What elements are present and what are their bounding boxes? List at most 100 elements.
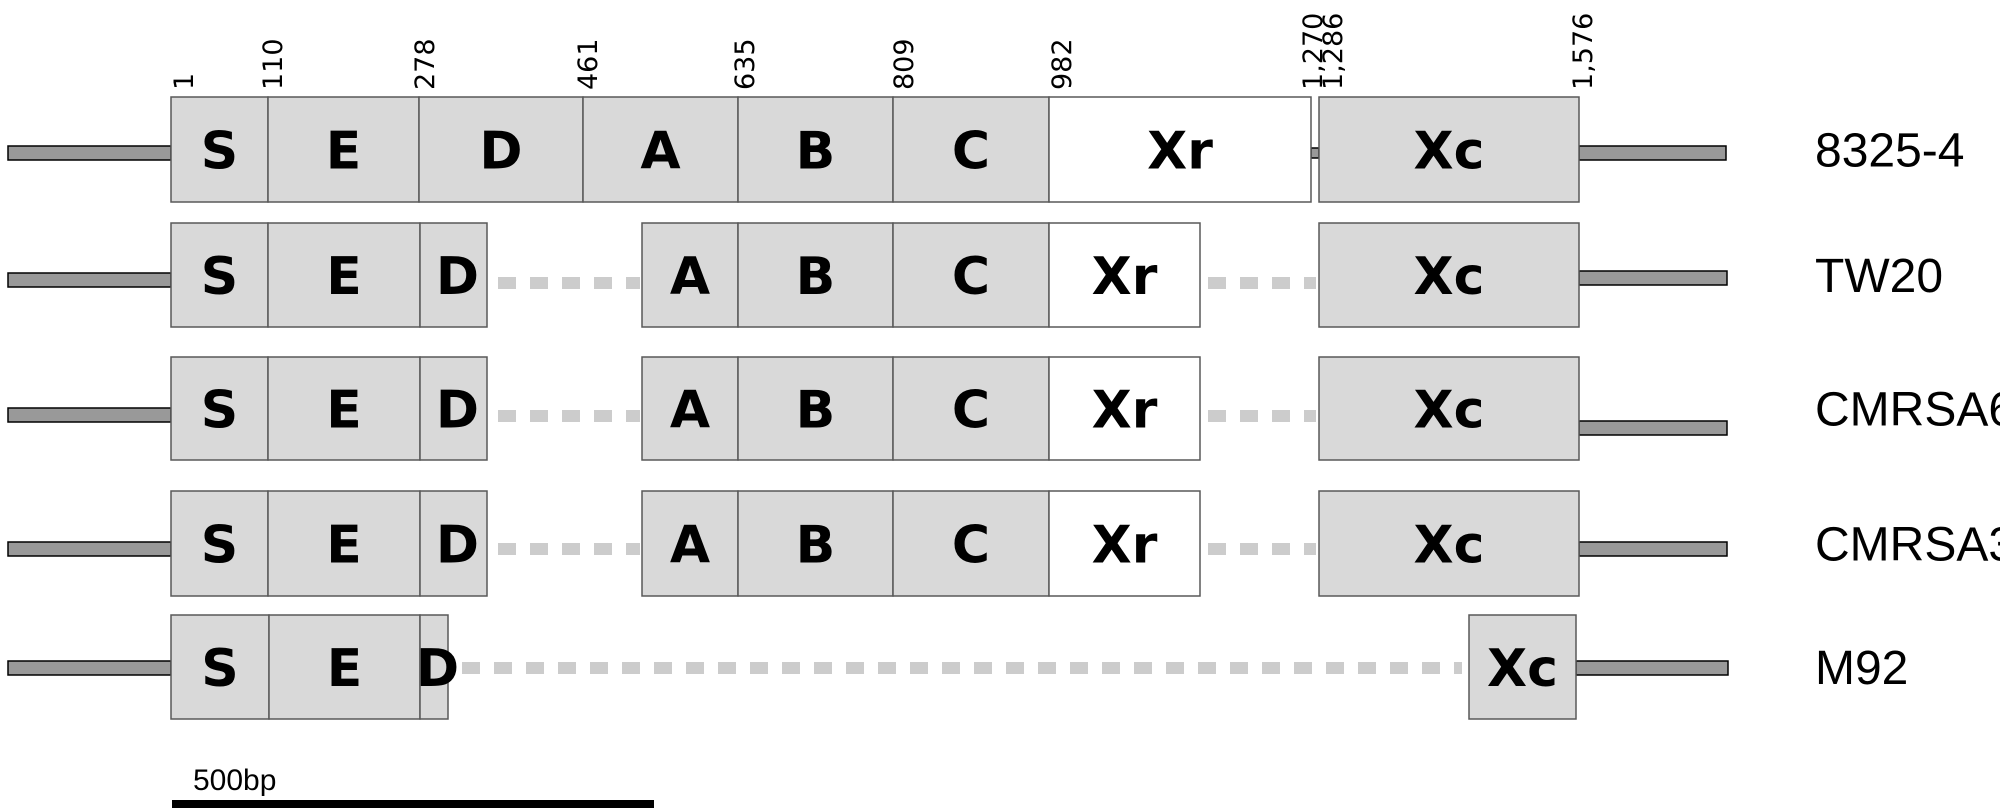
- segment-box: [641, 222, 739, 328]
- segment-box: [1468, 614, 1577, 720]
- segment-box: [419, 490, 488, 597]
- segment-label: D: [416, 639, 459, 699]
- segment-box: [641, 356, 739, 461]
- segment-label: B: [796, 247, 836, 307]
- segment-box: [892, 96, 1050, 203]
- segment-box: [170, 490, 269, 597]
- segment-box: [737, 356, 894, 461]
- segment-box: [1048, 490, 1201, 597]
- position-label: 809: [889, 38, 920, 90]
- backbone-line: [1578, 145, 1727, 161]
- segment-box: [582, 96, 739, 203]
- backbone-line: [7, 541, 172, 557]
- segment-label: C: [952, 247, 990, 307]
- backbone-line: [1578, 420, 1728, 436]
- segment-label: E: [327, 639, 363, 699]
- segment-label: D: [436, 516, 479, 576]
- position-label: 1: [169, 73, 200, 90]
- segment-box: [419, 614, 449, 720]
- segment-box: [892, 356, 1050, 461]
- segment-box: [1318, 222, 1580, 328]
- segment-box: [170, 96, 269, 203]
- segment-box: [418, 96, 584, 203]
- strain-name: M92: [1815, 642, 1908, 695]
- backbone-line: [1578, 541, 1728, 557]
- segment-box: [267, 490, 421, 597]
- segment-label: Xc: [1414, 381, 1485, 441]
- strain-name: TW20: [1815, 250, 1943, 303]
- segment-label: S: [201, 639, 238, 699]
- segment-box: [737, 96, 894, 203]
- position-label: 461: [573, 38, 604, 90]
- position-label: 982: [1047, 38, 1078, 90]
- segment-box: [1318, 356, 1580, 461]
- segment-label: S: [201, 247, 238, 307]
- segment-box: [267, 222, 421, 328]
- segment-box: [641, 490, 739, 597]
- segment-label: E: [326, 381, 362, 441]
- scale-bar-line: [172, 800, 654, 808]
- segment-label: Xc: [1414, 247, 1485, 307]
- backbone-line: [7, 272, 172, 288]
- strain-name: CMRSA6: [1815, 384, 2000, 437]
- segment-label: Xc: [1487, 639, 1558, 699]
- segment-label: D: [436, 381, 479, 441]
- segment-box: [419, 356, 488, 461]
- segment-label: B: [796, 516, 836, 576]
- segment-label: C: [952, 122, 990, 182]
- segment-box: [892, 490, 1050, 597]
- position-label: 1,286: [1318, 13, 1349, 90]
- segment-label: Xr: [1147, 122, 1213, 182]
- position-label: 635: [730, 38, 761, 90]
- backbone-line: [7, 660, 172, 676]
- backbone-line: [7, 407, 172, 423]
- segment-label: Xr: [1092, 381, 1158, 441]
- segment-label: Xr: [1092, 247, 1158, 307]
- backbone-line: [1578, 270, 1728, 286]
- segment-label: B: [796, 381, 836, 441]
- segment-label: C: [952, 381, 990, 441]
- segment-label: S: [201, 516, 238, 576]
- segment-box: [268, 614, 421, 720]
- position-label: 110: [258, 38, 289, 90]
- segment-label: E: [326, 122, 362, 182]
- segment-label: Xr: [1092, 516, 1158, 576]
- backbone-line: [1310, 147, 1320, 159]
- segment-label: S: [201, 381, 238, 441]
- segment-box: [1048, 356, 1201, 461]
- segment-box: [737, 490, 894, 597]
- strain-row: S E D A B C Xr Xc TW20: [7, 222, 1943, 328]
- backbone-line: [7, 145, 172, 161]
- segment-label: Xc: [1414, 516, 1485, 576]
- strain-row: S E D A B C Xr Xc CMRSA6: [7, 356, 2000, 461]
- segment-box: [170, 356, 269, 461]
- position-label: 1,270: [1298, 13, 1329, 90]
- backbone-line: [1575, 660, 1729, 676]
- segment-label: D: [479, 122, 522, 182]
- segment-box: [737, 222, 894, 328]
- segment-label: E: [326, 247, 362, 307]
- scale-bar-label: 500bp: [193, 764, 276, 797]
- segment-box: [170, 222, 269, 328]
- segment-label: B: [796, 122, 836, 182]
- segment-box: [1048, 222, 1201, 328]
- segment-label: A: [640, 122, 680, 182]
- segment-label: A: [670, 247, 710, 307]
- segment-label: S: [201, 122, 238, 182]
- strain-name: CMRSA3: [1815, 519, 2000, 572]
- strain-name: 8325-4: [1815, 125, 1964, 178]
- segment-box: [267, 356, 421, 461]
- segment-label: D: [436, 247, 479, 307]
- segment-label: A: [670, 516, 710, 576]
- segment-label: C: [952, 516, 990, 576]
- position-label: 1,576: [1568, 13, 1599, 90]
- segment-box: [419, 222, 488, 328]
- position-label: 278: [410, 38, 441, 90]
- segment-box: [1048, 96, 1312, 203]
- segment-label: A: [670, 381, 710, 441]
